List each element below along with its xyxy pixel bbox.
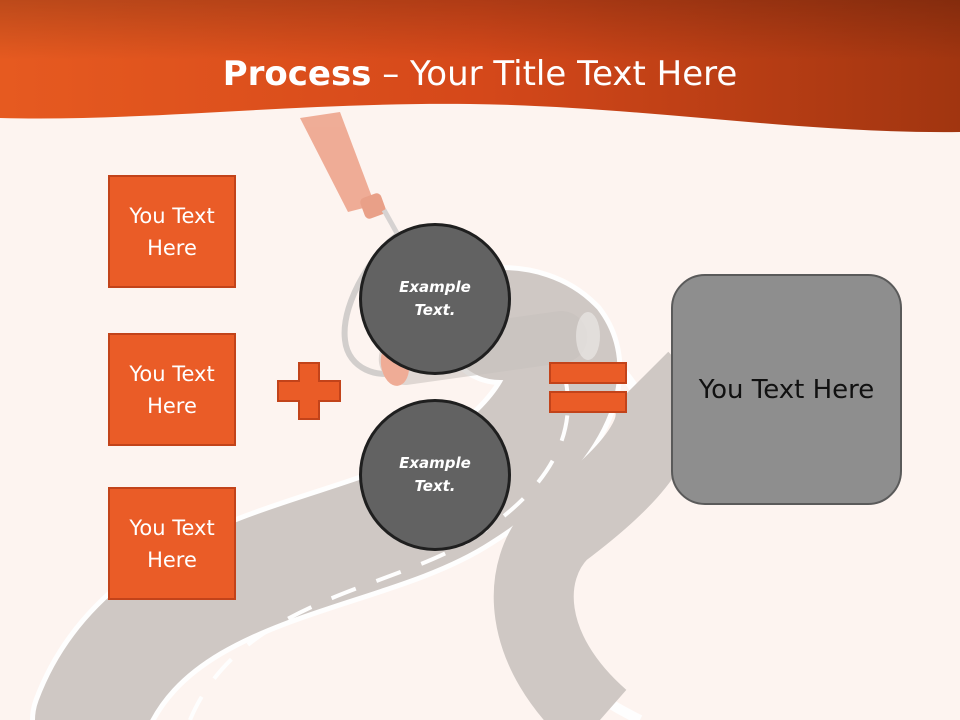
example-circle-label: Example Text. bbox=[399, 278, 471, 319]
left-text-box-label: You Text Here bbox=[129, 361, 215, 418]
equals-icon bbox=[549, 362, 627, 413]
left-text-box-2[interactable]: You Text Here bbox=[108, 333, 236, 446]
left-text-box-label: You Text Here bbox=[129, 203, 215, 260]
example-circle-2[interactable]: Example Text. bbox=[359, 399, 511, 551]
left-text-box-3[interactable]: You Text Here bbox=[108, 487, 236, 600]
plus-icon bbox=[277, 362, 341, 420]
example-circle-label: Example Text. bbox=[399, 454, 471, 495]
result-box-label: You Text Here bbox=[698, 374, 875, 405]
example-circle-1[interactable]: Example Text. bbox=[359, 223, 511, 375]
left-text-box-1[interactable]: You Text Here bbox=[108, 175, 236, 288]
result-box[interactable]: You Text Here bbox=[671, 274, 902, 505]
title-rest: – Your Title Text Here bbox=[371, 54, 738, 94]
slide-title: Process – Your Title Text Here bbox=[0, 52, 960, 96]
title-bold: Process bbox=[222, 54, 372, 94]
left-text-box-label: You Text Here bbox=[129, 515, 215, 572]
